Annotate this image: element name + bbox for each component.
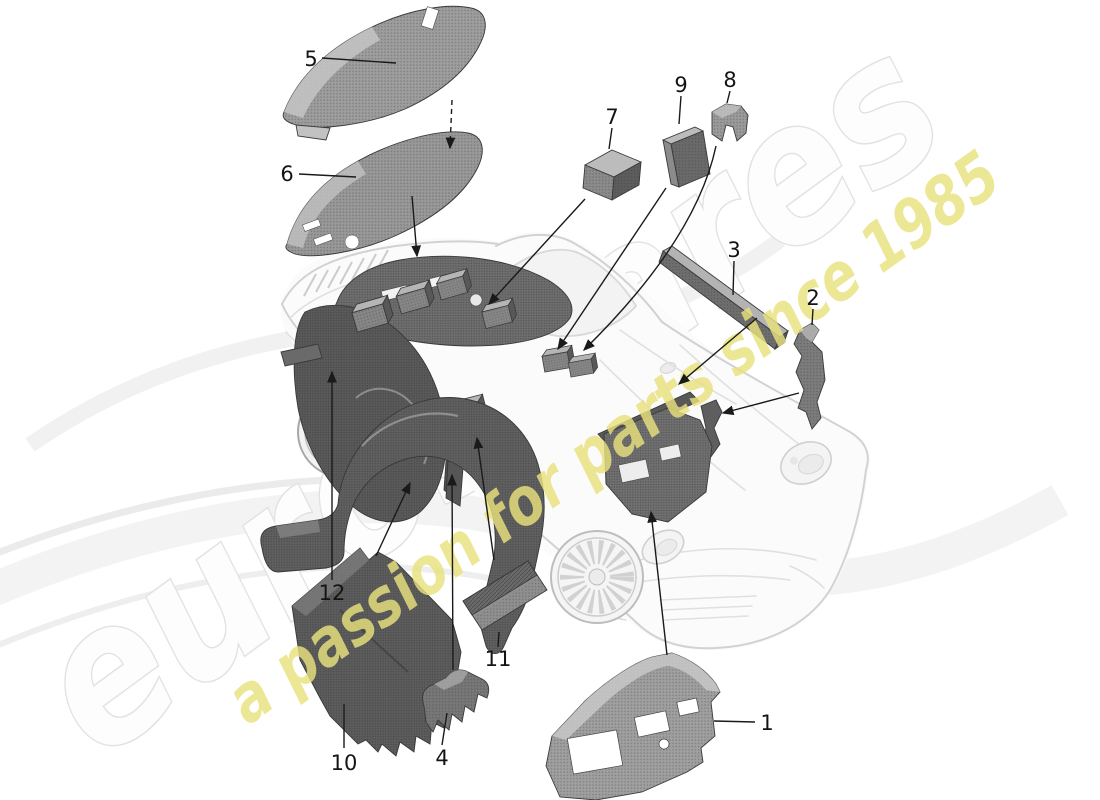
exploded-parts [260,5,826,800]
part-9 [661,126,711,188]
callout-1[interactable]: 1 [760,711,773,735]
callout-7[interactable]: 7 [605,105,618,129]
part-7 [582,149,643,201]
headlight-right [780,441,832,485]
callout-8[interactable]: 8 [723,68,736,92]
callout-labels: 1 2 3 4 5 6 7 8 9 10 11 12 [280,47,819,775]
callout-10[interactable]: 10 [331,751,358,775]
part-2 [793,322,826,430]
callout-11[interactable]: 11 [485,647,512,671]
part-4 [422,669,490,733]
part-5 [282,5,486,141]
callout-3[interactable]: 3 [727,238,740,262]
leader-lines [298,57,814,748]
part-10 [291,547,462,757]
callout-9[interactable]: 9 [674,73,687,97]
installed-front-panel [603,407,713,523]
callout-4[interactable]: 4 [435,746,448,770]
callout-12[interactable]: 12 [319,581,346,605]
part-1 [545,652,721,800]
headlight-left [641,529,685,565]
part-8 [711,103,749,142]
part-12 [260,397,545,654]
front-wheel [550,530,644,624]
installed-blocks [280,268,599,425]
part-11 [462,560,548,631]
callout-6[interactable]: 6 [280,162,293,186]
callout-5[interactable]: 5 [304,47,317,71]
callout-2[interactable]: 2 [806,286,819,310]
part-6 [285,131,483,257]
